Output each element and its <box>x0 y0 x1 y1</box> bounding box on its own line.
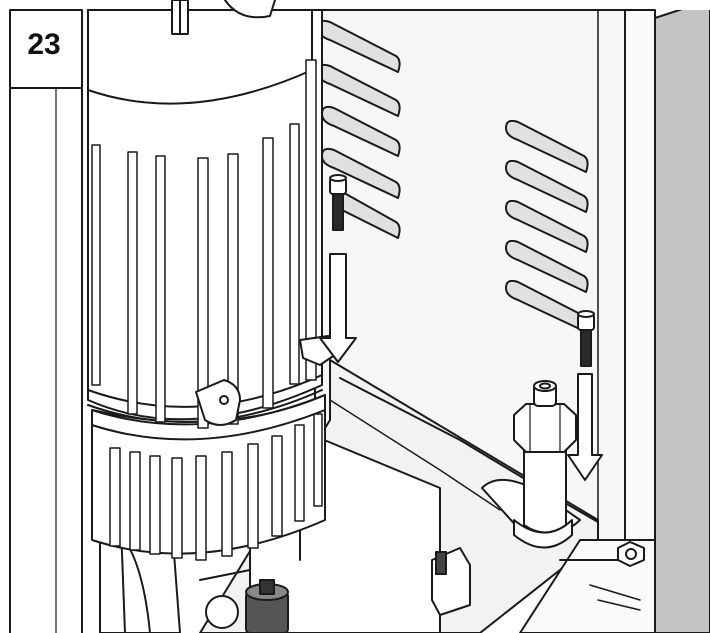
cable-gland <box>245 579 289 633</box>
motor-lower <box>91 394 326 561</box>
down-arrow-icon <box>567 373 603 481</box>
screw-right <box>577 310 595 367</box>
standoff-post <box>513 380 577 549</box>
step-number: 23 <box>27 28 61 61</box>
down-arrow-icon <box>319 253 357 363</box>
vent-slots-right <box>505 119 589 333</box>
terminal-block <box>431 547 471 616</box>
hex-nut <box>617 541 645 567</box>
step-number-box <box>9 9 83 89</box>
side-wall <box>654 0 710 633</box>
frame-post-left <box>0 0 83 633</box>
motor-upper <box>87 0 323 429</box>
screw-left <box>329 174 347 231</box>
